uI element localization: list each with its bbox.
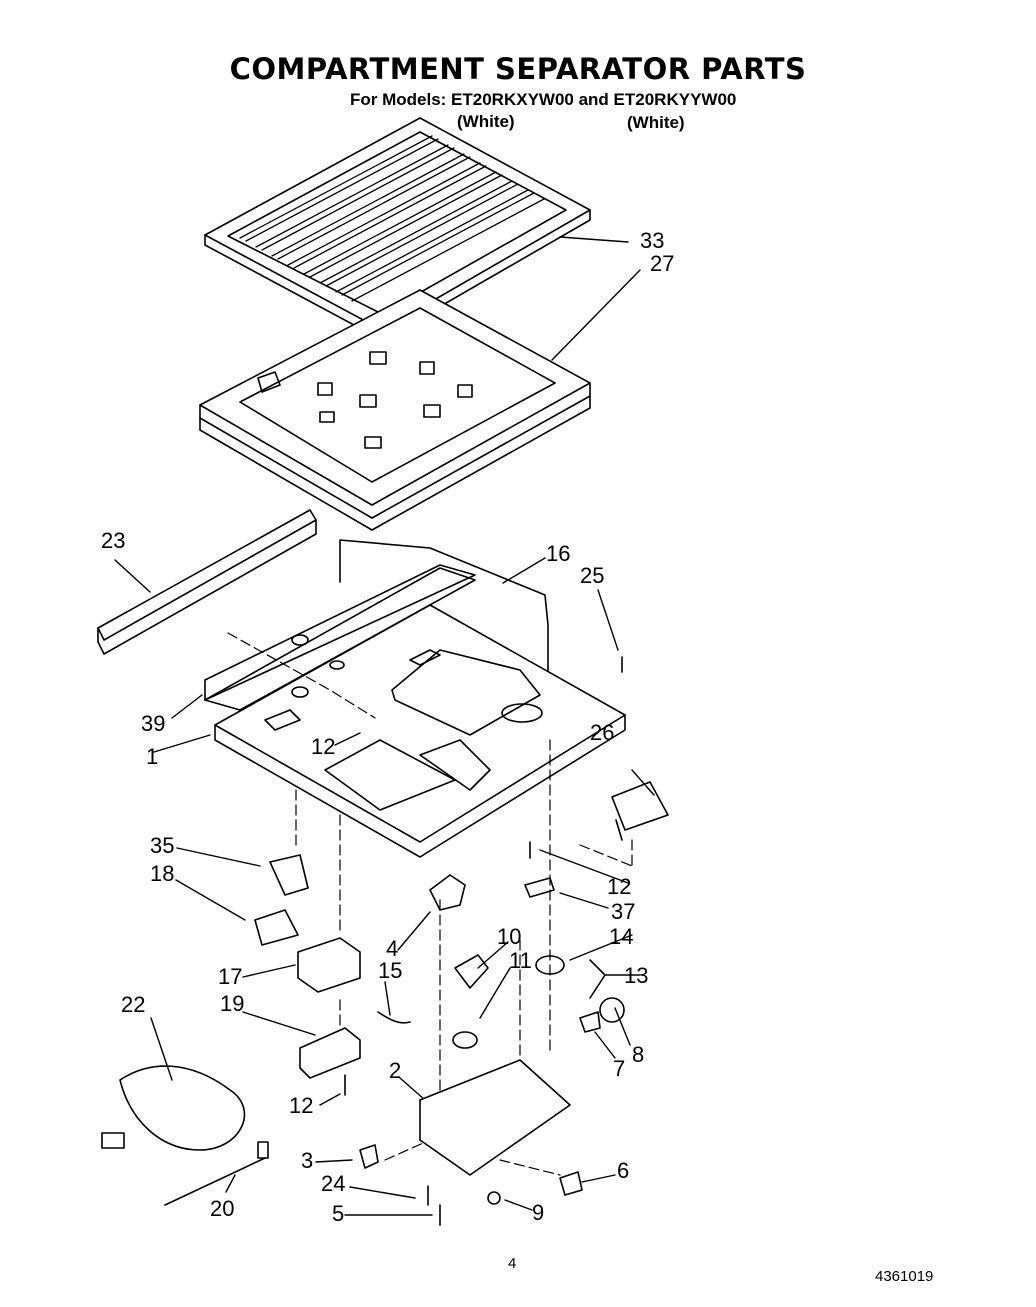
part-3-clip [359,1144,379,1169]
callout-1: 1 [146,744,159,769]
callout-26: 26 [590,720,615,745]
callout-33: 33 [640,228,665,253]
part-10-thermostat [454,954,489,989]
part-37-clip [524,877,555,898]
callout-13: 13 [624,963,649,988]
part-19-bracket [299,1027,361,1079]
part-4-motor [429,874,466,911]
leader-lines [114,236,655,1216]
callout-7: 7 [613,1056,626,1081]
callout-11: 11 [509,948,532,973]
model-a-color: (White) [457,112,515,131]
callout-17: 17 [218,964,243,989]
callout-12-base: 12 [311,734,336,759]
part-13-tube [589,959,606,999]
part-22-harness [119,1065,246,1151]
callout-37: 37 [611,899,636,924]
model-b-color: (White) [627,113,685,132]
part-9-nut [487,1191,501,1205]
page-number: 4 [508,1255,517,1272]
part-20-cord [164,1157,266,1206]
callout-23: 23 [101,528,126,553]
small-parts [101,656,669,1226]
callout-14: 14 [609,924,634,949]
part-15-tube [377,1011,411,1024]
callout-22: 22 [121,992,146,1017]
part-16-heater-wire [339,539,549,701]
callout-8: 8 [632,1042,645,1067]
callout-10: 10 [497,924,522,949]
part-26-insulation [611,781,669,831]
callout-12-lower: 12 [289,1093,314,1118]
part-11-knob [452,1031,478,1049]
callout-24: 24 [321,1171,346,1196]
part-27-separator-frame [199,289,591,531]
part-2-control-housing [419,1059,571,1176]
callout-5: 5 [332,1201,345,1226]
callout-3: 3 [301,1148,314,1173]
part-33-grille-cover [204,117,591,341]
callout-6: 6 [617,1158,630,1183]
document-number: 4361019 [875,1268,934,1285]
part-23-trim-strip [97,509,317,655]
part-8-bulb [599,997,625,1023]
callout-27: 27 [650,251,675,276]
callout-16: 16 [546,541,571,566]
callout-15: 15 [378,958,403,983]
part-1-separator-base [204,564,626,858]
callout-35: 35 [150,833,175,858]
callout-25: 25 [580,563,605,588]
assembly-lines [227,632,633,1176]
part-18-lens [254,909,299,946]
callout-18: 18 [150,861,175,886]
callout-4: 4 [386,936,399,961]
part-7-socket [579,1011,601,1033]
callout-9: 9 [532,1200,545,1225]
part-35-bracket [269,854,309,896]
models-line: For Models: ET20RKXYW00 and ET20RKYYW00 [350,90,737,109]
callout-12-upper: 12 [607,874,632,899]
part-14-knob [535,955,565,975]
callout-39: 39 [141,711,166,736]
diagram-title: COMPARTMENT SEPARATOR PARTS [229,52,807,86]
callout-2: 2 [389,1058,402,1083]
part-17-housing [297,937,361,993]
part-6-switch [559,1171,583,1196]
callout-19: 19 [220,991,245,1016]
callout-20: 20 [210,1196,235,1221]
